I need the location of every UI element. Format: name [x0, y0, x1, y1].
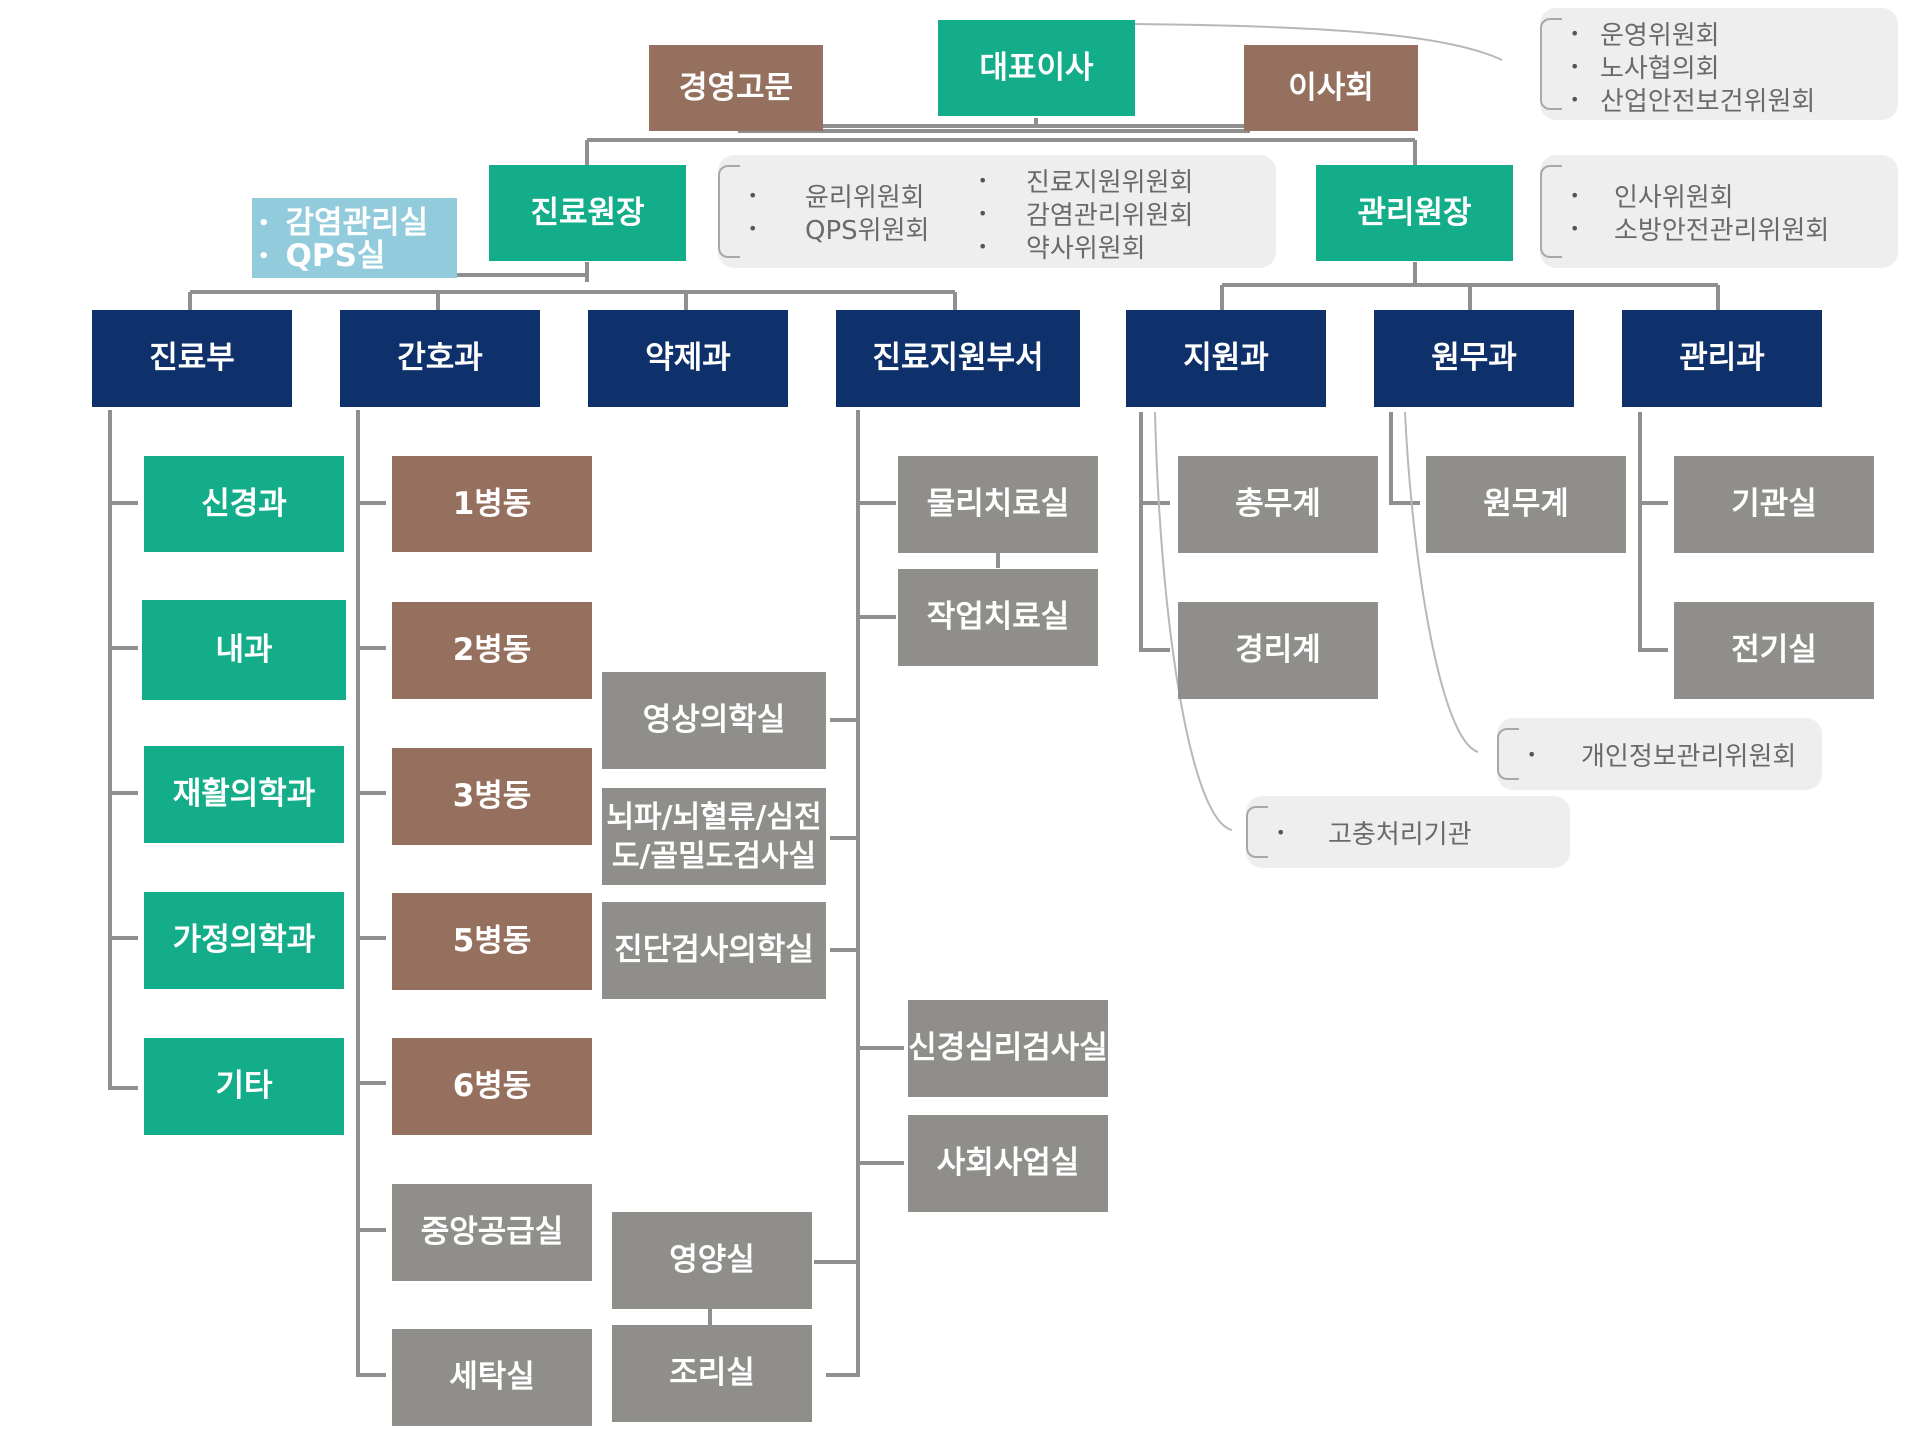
bullet-icon: • [978, 170, 988, 190]
unit-central-supply: 중앙공급실 [392, 1184, 592, 1281]
brace-icon [718, 165, 740, 258]
bullet-icon: • [1570, 218, 1580, 238]
unit-general-affairs: 총무계 [1178, 456, 1378, 553]
ceo-committees-note: • 운영위원회 • 노사협의회 • 산업안전보건위원회 [1540, 8, 1898, 120]
unit-kitchen: 조리실 [612, 1325, 812, 1422]
unit-neurology: 신경과 [144, 456, 344, 552]
dept-records: 원무과 [1374, 310, 1574, 407]
unit-physical-therapy: 물리치료실 [898, 456, 1098, 553]
ward-1: 1병동 [392, 456, 592, 552]
unit-radiology: 영상의학실 [602, 672, 826, 769]
brace-icon [1246, 806, 1268, 858]
unit-electrical-room: 전기실 [1674, 602, 1874, 699]
medical-offices-box: • 감염관리실 • QPS실 [252, 198, 457, 278]
bullet-icon: • [1527, 744, 1537, 764]
privacy-note: • 개인정보관리위원회 [1497, 718, 1822, 790]
bullet-icon: • [258, 245, 270, 267]
unit-patient-affairs: 원무계 [1426, 456, 1626, 553]
advisor-box: 경영고문 [649, 45, 823, 131]
bullet-icon: • [1570, 185, 1580, 205]
unit-family-medicine: 가정의학과 [144, 892, 344, 989]
bullet-icon: • [978, 203, 988, 223]
admin-director-box: 관리원장 [1316, 165, 1513, 261]
committee-label: QPS위원회 [805, 215, 930, 246]
unit-internal-medicine: 내과 [142, 600, 346, 700]
unit-diagnostic-tests: 뇌파/뇌혈류/심전도/골밀도검사실 [602, 788, 826, 885]
unit-machine-room: 기관실 [1674, 456, 1874, 553]
unit-nutrition: 영양실 [612, 1212, 812, 1309]
unit-occupational-therapy: 작업치료실 [898, 569, 1098, 666]
bullet-icon: • [1570, 56, 1580, 76]
unit-accounting: 경리계 [1178, 602, 1378, 699]
committee-label: 감염관리위원회 [1026, 200, 1194, 231]
ward-3: 3병동 [392, 748, 592, 845]
unit-lab-medicine: 진단검사의학실 [602, 902, 826, 999]
committee-label: 소방안전관리위원회 [1614, 215, 1830, 246]
dept-pharmacy: 약제과 [588, 310, 788, 407]
bullet-icon: • [1570, 23, 1580, 43]
ward-2: 2병동 [392, 602, 592, 699]
office-label: 감염관리실 [285, 205, 429, 242]
note-label: 고충처리기관 [1328, 819, 1472, 850]
committee-label: 노사협의회 [1600, 53, 1720, 84]
dept-general: 지원과 [1126, 310, 1326, 407]
unit-laundry: 세탁실 [392, 1329, 592, 1426]
bullet-icon: • [1570, 89, 1580, 109]
dept-nursing: 간호과 [340, 310, 540, 407]
admin-committees-note: • 인사위원회 • 소방안전관리위원회 [1540, 155, 1898, 268]
board-box: 이사회 [1244, 45, 1418, 131]
ward-6: 6병동 [392, 1038, 592, 1135]
note-label: 개인정보관리위원회 [1581, 741, 1797, 772]
unit-other: 기타 [144, 1038, 344, 1135]
grievance-note: • 고충처리기관 [1246, 796, 1570, 868]
committee-label: 윤리위원회 [805, 182, 925, 213]
bullet-icon: • [978, 236, 988, 256]
brace-icon [1497, 728, 1519, 780]
dept-medical: 진료부 [92, 310, 292, 407]
ward-5: 5병동 [392, 893, 592, 990]
brace-icon [1540, 18, 1562, 110]
dept-facilities: 관리과 [1622, 310, 1822, 407]
medical-director-box: 진료원장 [489, 165, 686, 261]
ceo-box: 대표이사 [938, 20, 1135, 116]
medical-committees-note: • 윤리위원회 • QPS위원회 • 진료지원위원회 • 감염관리위원회 • 약사위원회 [718, 155, 1276, 268]
bullet-icon: • [748, 185, 758, 205]
dept-support: 진료지원부서 [836, 310, 1080, 407]
bullet-icon: • [258, 212, 270, 234]
committee-label: 산업안전보건위원회 [1600, 86, 1816, 117]
unit-social-work: 사회사업실 [908, 1115, 1108, 1212]
unit-neuropsych-test: 신경심리검사실 [908, 1000, 1108, 1097]
bullet-icon: • [748, 218, 758, 238]
committee-label: 운영위원회 [1600, 20, 1720, 51]
office-label: QPS실 [285, 238, 386, 275]
unit-rehabilitation: 재활의학과 [144, 746, 344, 843]
committee-label: 인사위원회 [1614, 182, 1734, 213]
committee-label: 진료지원위원회 [1026, 167, 1194, 198]
bullet-icon: • [1276, 822, 1286, 842]
committee-label: 약사위원회 [1026, 233, 1146, 264]
brace-icon [1540, 165, 1562, 258]
